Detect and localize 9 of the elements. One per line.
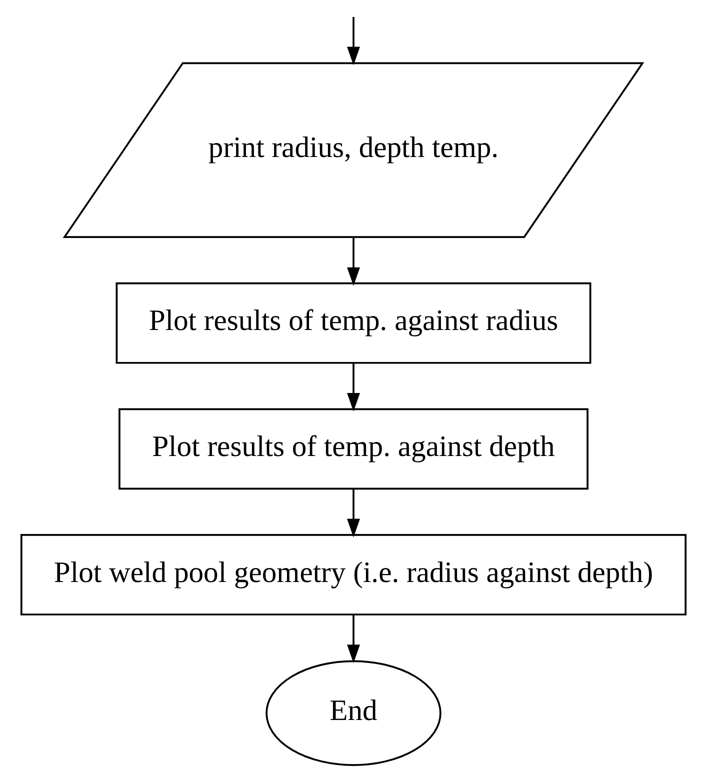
arrow: [347, 362, 360, 412]
arrow: [347, 237, 360, 286]
node-ellipse: End: [266, 660, 442, 766]
arrow: [347, 614, 360, 664]
node-box: Plot results of temp. against depth: [118, 408, 588, 490]
node-box: Plot results of temp. against radius: [116, 282, 592, 364]
node-box: Plot weld pool geometry (i.e. radius against depth): [20, 534, 687, 616]
arrow: [347, 17, 360, 66]
arrow: [347, 488, 360, 538]
